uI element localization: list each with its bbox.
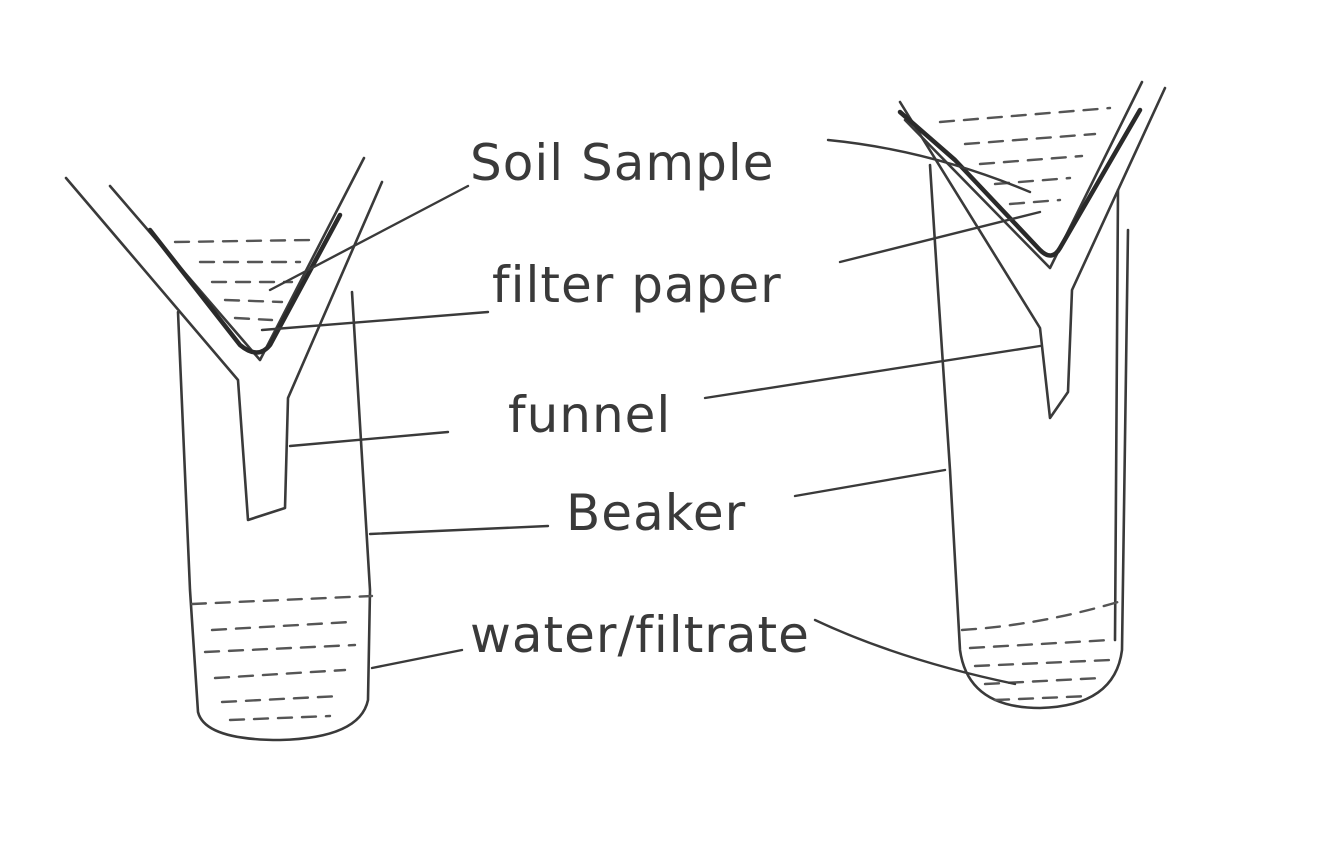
labels: Soil Sample filter paper funnel Beaker w… xyxy=(470,134,810,664)
left-funnel xyxy=(64,156,384,522)
right-water-filtrate xyxy=(960,600,1120,702)
left-soil-sample xyxy=(173,238,312,322)
left-water-filtrate xyxy=(190,594,374,722)
label-soil-sample: Soil Sample xyxy=(470,134,774,192)
left-apparatus xyxy=(64,156,384,742)
label-filter-paper: filter paper xyxy=(492,256,782,314)
right-beaker xyxy=(928,163,1130,710)
right-apparatus xyxy=(897,80,1167,710)
label-funnel: funnel xyxy=(508,386,671,444)
label-water-filtrate: water/filtrate xyxy=(470,606,810,664)
left-beaker xyxy=(176,290,372,742)
label-beaker: Beaker xyxy=(566,484,746,542)
leader-lines xyxy=(260,138,1042,686)
right-funnel xyxy=(897,80,1167,420)
